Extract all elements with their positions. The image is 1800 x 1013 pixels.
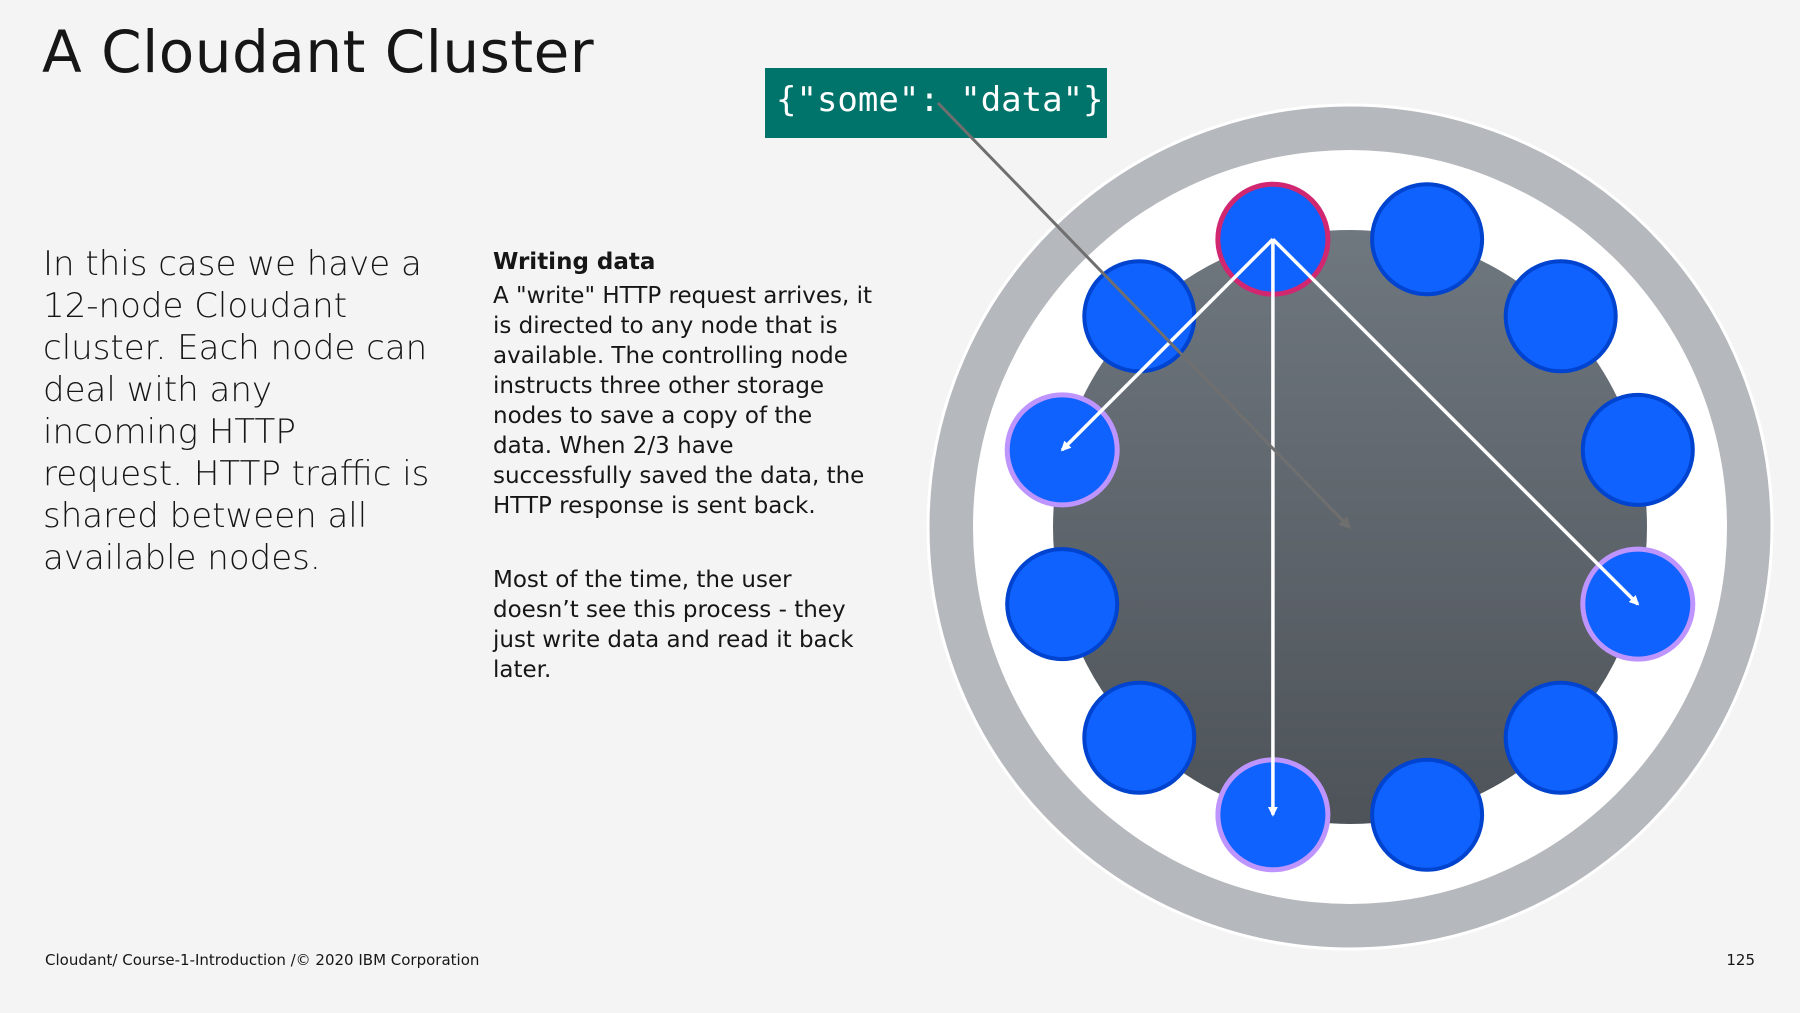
cluster-node — [1580, 392, 1695, 507]
page-number: 125 — [1726, 951, 1755, 969]
writing-data-description: A "write" HTTP request arrives, it is di… — [493, 283, 873, 519]
cluster-node — [1005, 547, 1120, 662]
writing-data-heading: Writing data — [493, 249, 656, 275]
request-arrow — [936, 101, 1352, 530]
footer-copyright: Cloudant/ Course-1-Introduction /© 2020 … — [45, 951, 480, 969]
cluster-node — [1082, 680, 1197, 795]
replication-arrows — [1060, 237, 1640, 817]
cluster-node — [1082, 259, 1197, 374]
replication-arrow — [1060, 237, 1275, 452]
cluster-node — [1370, 757, 1485, 872]
writing-data-note: Most of the time, the user doesn’t see t… — [493, 567, 854, 683]
cluster-node — [1370, 182, 1485, 297]
writing-data-panel: Writing data A "write" HTTP request arri… — [493, 247, 873, 685]
request-payload: {"some": "data"} — [765, 68, 1107, 138]
payload-box — [765, 68, 1107, 138]
replication-arrow — [1271, 237, 1640, 606]
intro-text: In this case we have a 12-node Cloudant … — [43, 244, 430, 578]
payload-text: {"some": "data"} — [776, 80, 1104, 120]
page-title: A Cloudant Cluster — [42, 18, 595, 86]
cluster-node — [1503, 259, 1618, 374]
cluster-node — [1503, 680, 1618, 795]
